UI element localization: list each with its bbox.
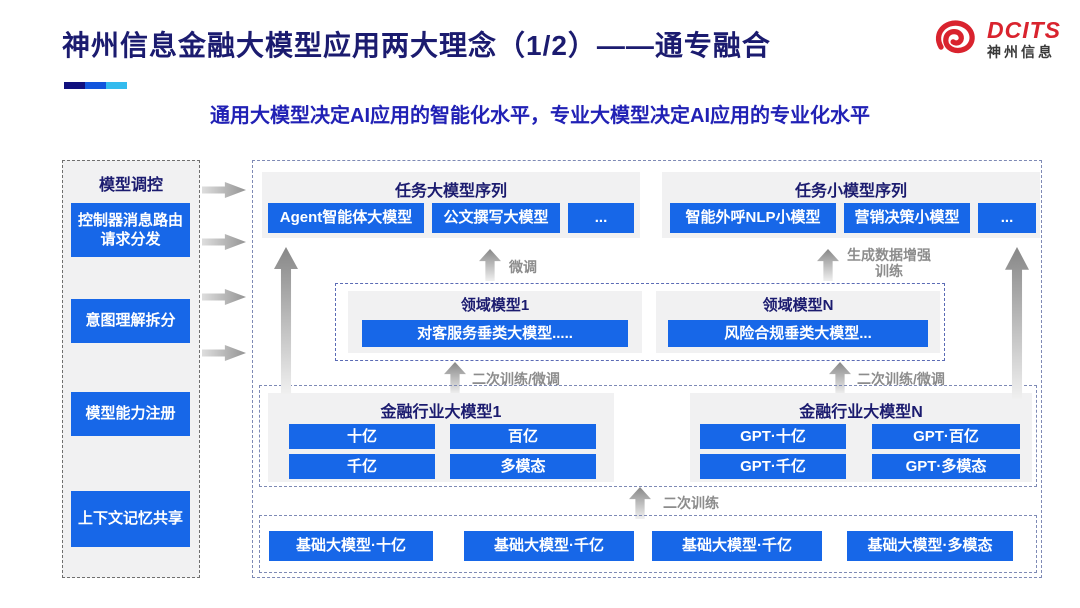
node-doc-writing-model: 公文撰写大模型: [432, 203, 560, 233]
node-outbound-nlp-model: 智能外呼NLP小模型: [670, 203, 836, 233]
up-arrow-icon: [274, 247, 298, 394]
logo-text: DCITS 神州信息: [987, 17, 1061, 60]
retrain-finetune-label-left: 二次训练/微调: [472, 371, 560, 387]
sidebar-node-capability-register: 模型能力注册: [71, 392, 190, 436]
page-title: 神州信息金融大模型应用两大理念（1/2）——通专融合: [62, 30, 771, 61]
node-task-small-more: ...: [978, 203, 1036, 233]
accent-segment-navy: [64, 82, 85, 89]
industry-model-1-panel: 金融行业大模型1 十亿 百亿 千亿 多模态: [268, 393, 614, 482]
node-base-model-multimodal: 基础大模型·多模态: [847, 531, 1013, 561]
industry-model-n-title: 金融行业大模型N: [799, 404, 923, 421]
logo-brand-cn: 神州信息: [987, 44, 1055, 60]
title-accent-bar: [64, 82, 127, 89]
domain-model-box: 领域模型1 对客服务垂类大模型..... 领域模型N 风险合规垂类大模型...: [335, 283, 945, 361]
up-arrow-icon: [1005, 247, 1029, 399]
node-agent-large-model: Agent智能体大模型: [268, 203, 424, 233]
node-base-model-100b-a: 基础大模型·千亿: [464, 531, 634, 561]
node-marketing-decision-model: 营销决策小模型: [844, 203, 970, 233]
up-arrow-icon: [479, 249, 501, 281]
node-1b: 十亿: [289, 424, 435, 449]
dcits-logo: DCITS 神州信息: [930, 16, 1061, 62]
node-customer-service-model: 对客服务垂类大模型.....: [362, 320, 628, 347]
industry-model-n-panel: 金融行业大模型N GPT·十亿 GPT·百亿 GPT·千亿 GPT·多模态: [690, 393, 1032, 482]
task-large-model-panel: 任务大模型序列 Agent智能体大模型 公文撰写大模型 ...: [262, 172, 640, 238]
node-risk-compliance-model: 风险合规垂类大模型...: [668, 320, 928, 347]
node-gpt-multimodal: GPT·多模态: [872, 454, 1020, 479]
up-arrow-icon: [817, 249, 839, 281]
slide-subtitle: 通用大模型决定AI应用的智能化水平，专业大模型决定AI应用的专业化水平: [210, 105, 870, 127]
domain-model-1-title: 领域模型1: [460, 297, 530, 314]
sidebar-node-intent-split: 意图理解拆分: [71, 299, 190, 343]
retrain-label: 二次训练: [663, 495, 719, 511]
model-control-panel: 模型调控 控制器消息路由请求分发 意图理解拆分 模型能力注册 上下文记忆共享: [62, 160, 200, 578]
accent-segment-cyan: [106, 82, 127, 89]
sidebar-node-message-routing: 控制器消息路由请求分发: [71, 203, 190, 257]
logo-brand-text: DCITS: [987, 17, 1061, 43]
node-10b: 百亿: [450, 424, 596, 449]
task-small-title: 任务小模型序列: [794, 183, 907, 200]
gen-data-train-label: 生成数据增强训练: [847, 247, 931, 280]
node-base-model-1b: 基础大模型·十亿: [269, 531, 433, 561]
node-gpt-10b: GPT·百亿: [872, 424, 1020, 449]
domain-model-n-title: 领域模型N: [762, 297, 834, 314]
right-arrow-icon: [202, 182, 246, 198]
finetune-label: 微调: [509, 259, 537, 275]
base-model-box: 基础大模型·十亿 基础大模型·千亿 基础大模型·千亿 基础大模型·多模态: [259, 515, 1037, 573]
node-base-model-100b-b: 基础大模型·千亿: [652, 531, 822, 561]
node-100b: 千亿: [289, 454, 435, 479]
task-large-title: 任务大模型序列: [394, 183, 507, 200]
node-gpt-1b: GPT·十亿: [700, 424, 846, 449]
dcits-swirl-icon: [935, 20, 975, 54]
right-arrow-icon: [202, 345, 246, 361]
domain-model-1-panel: 领域模型1 对客服务垂类大模型.....: [348, 291, 642, 353]
retrain-finetune-label-right: 二次训练/微调: [857, 371, 945, 387]
industry-model-box: 金融行业大模型1 十亿 百亿 千亿 多模态 金融行业大模型N GPT·十亿 GP…: [259, 385, 1037, 487]
domain-model-n-panel: 领域模型N 风险合规垂类大模型...: [656, 291, 940, 353]
sidebar-node-context-memory: 上下文记忆共享: [71, 491, 190, 547]
right-arrow-icon: [202, 234, 246, 250]
task-small-model-panel: 任务小模型序列 智能外呼NLP小模型 营销决策小模型 ...: [662, 172, 1040, 238]
sidebar-title: 模型调控: [98, 177, 163, 194]
industry-model-1-title: 金融行业大模型1: [380, 404, 502, 421]
node-multimodal: 多模态: [450, 454, 596, 479]
architecture-diagram: 任务大模型序列 Agent智能体大模型 公文撰写大模型 ... 任务小模型序列 …: [252, 160, 1042, 578]
right-arrow-icon: [202, 289, 246, 305]
node-task-large-more: ...: [568, 203, 634, 233]
accent-segment-blue: [85, 82, 106, 89]
node-gpt-100b: GPT·千亿: [700, 454, 846, 479]
